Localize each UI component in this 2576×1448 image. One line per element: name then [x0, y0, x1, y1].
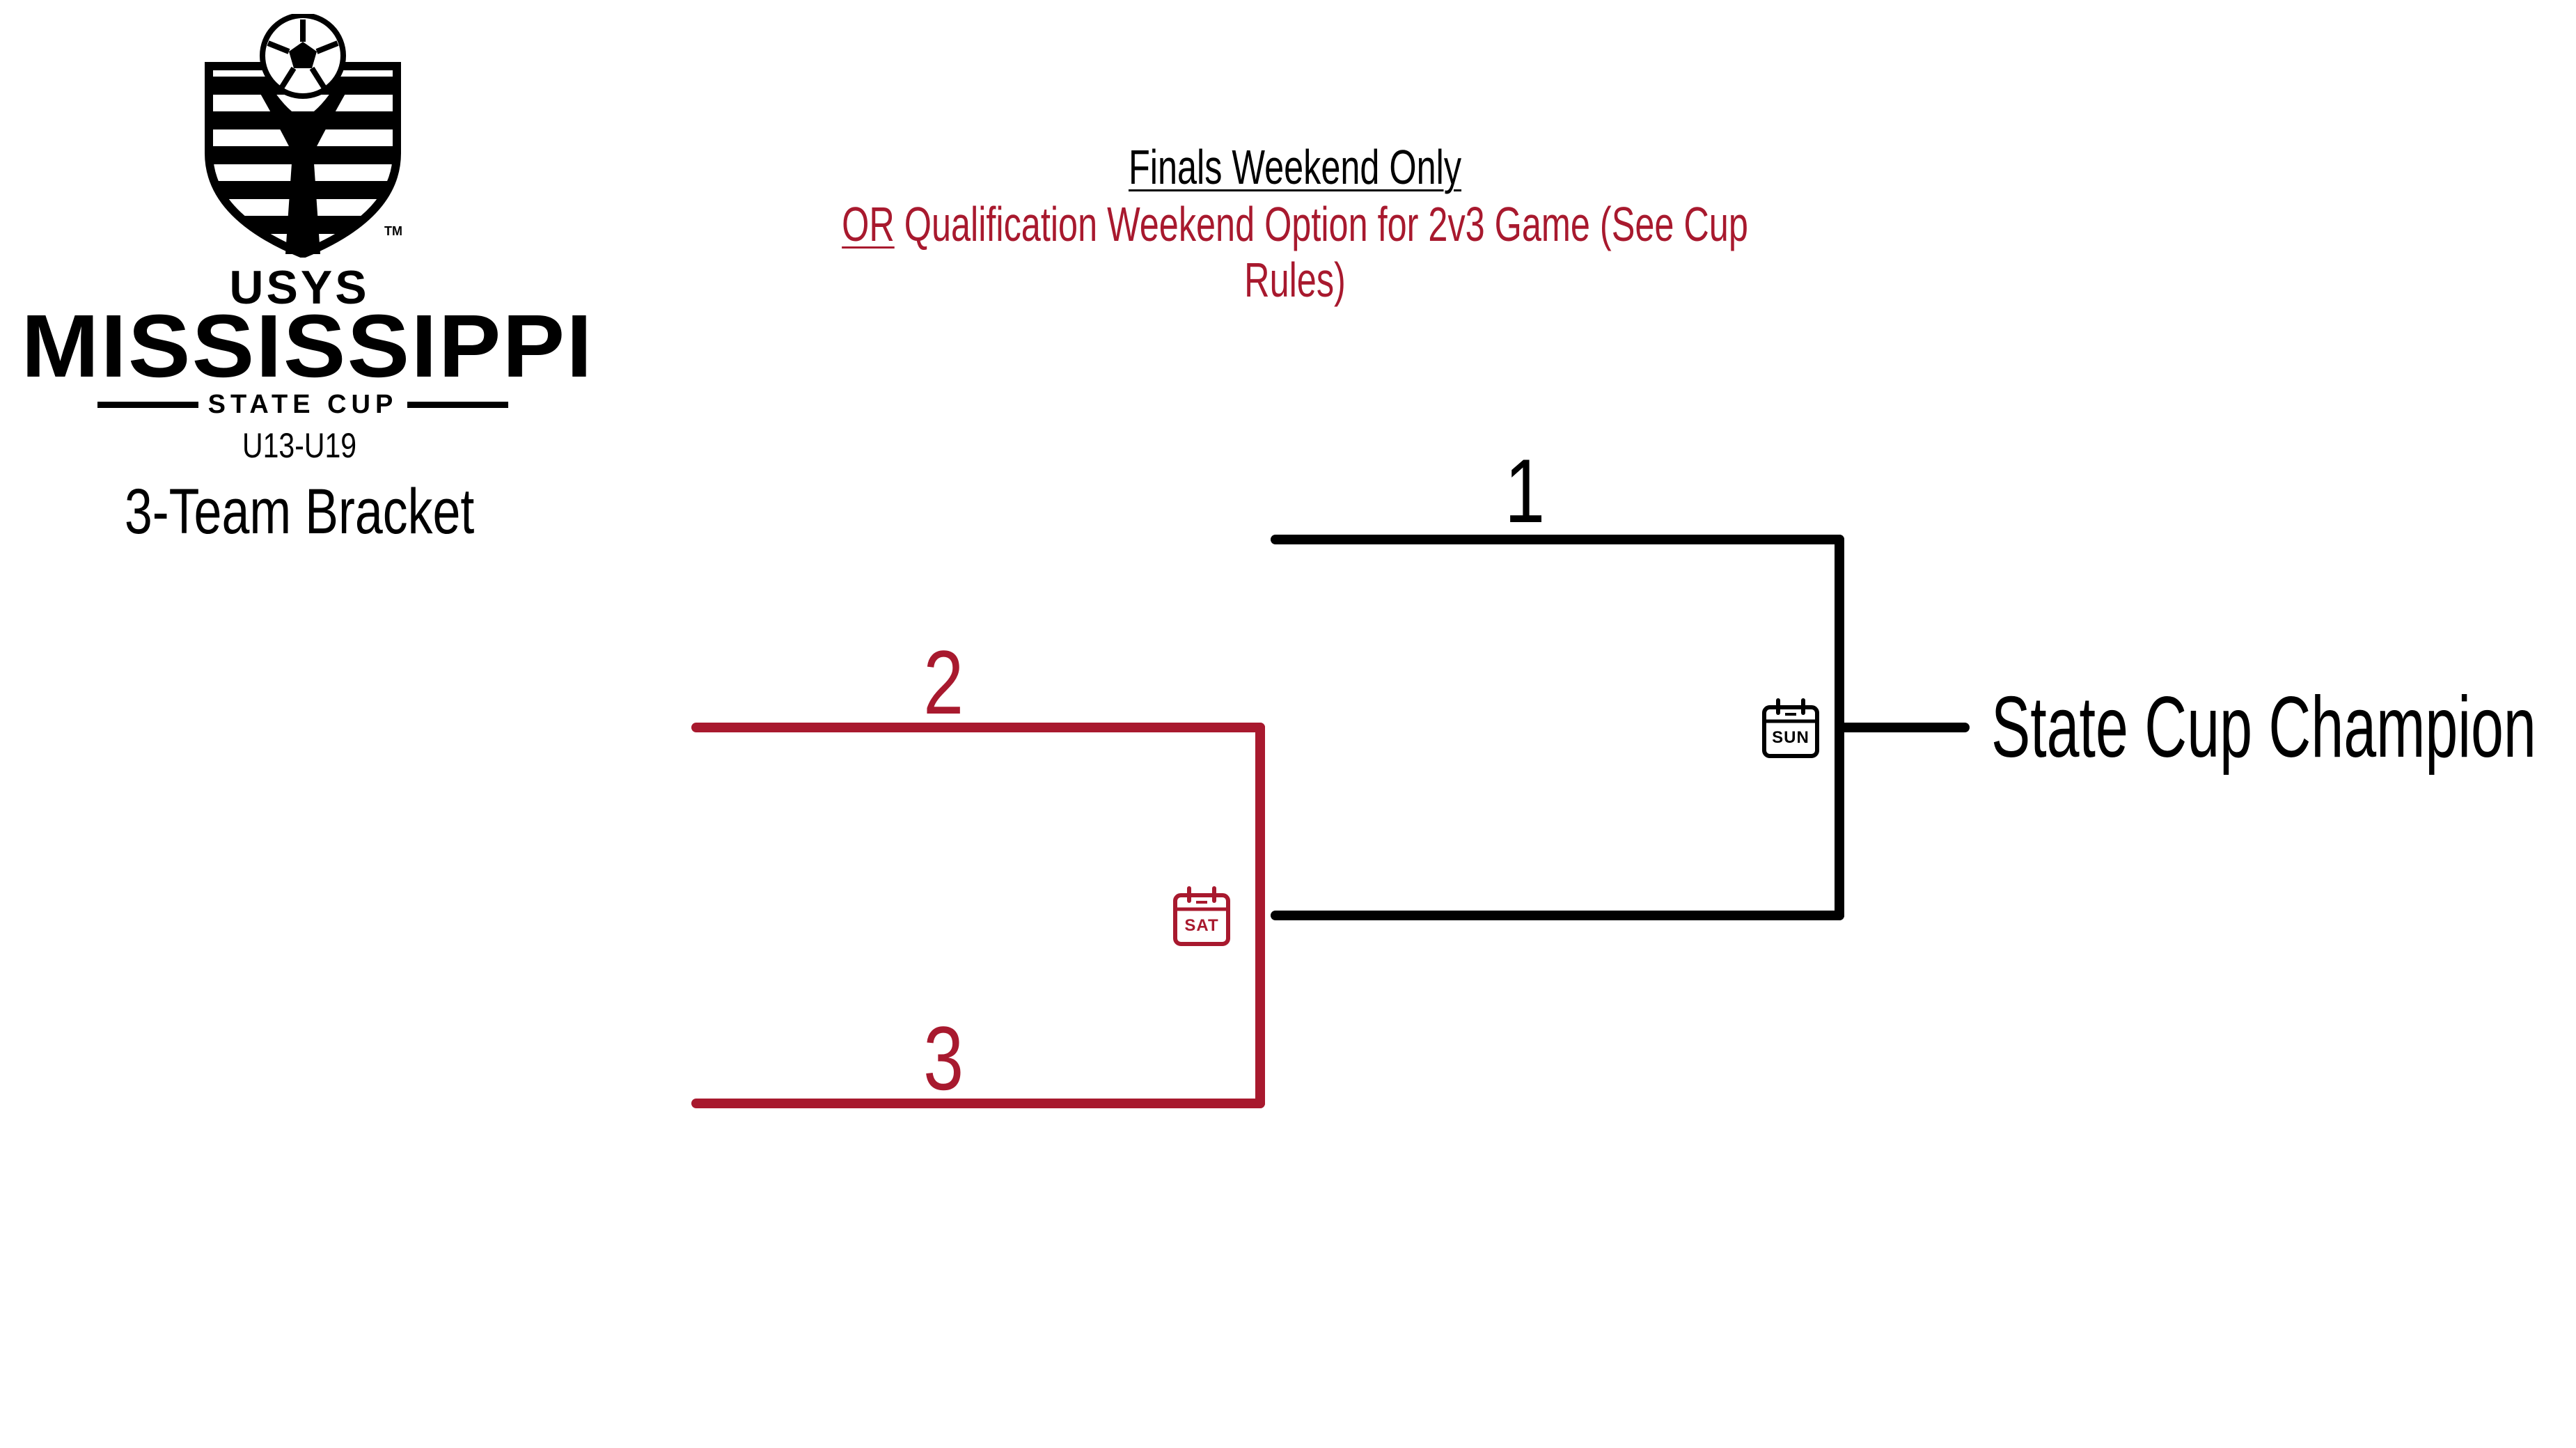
- sunday-calendar-icon: SUN: [1760, 698, 1821, 760]
- bracket-title: 3-Team Bracket: [124, 476, 475, 547]
- or-emphasis: OR: [842, 197, 895, 251]
- sunday-day-text: SUN: [1772, 728, 1809, 747]
- finals-weekend-note: Finals Weekend Only: [1128, 140, 1462, 194]
- seed-2-label: 2: [923, 631, 964, 733]
- logo-block: TM USYS MISSISSIPPI STATE CUP U13-U19 3-…: [21, 14, 594, 547]
- logo-rule-left: [97, 402, 198, 408]
- logo-org-text: USYS: [229, 261, 370, 314]
- qualification-note-text: Qualification Weekend Option for 2v3 Gam…: [894, 197, 1748, 307]
- logo-rule-right: [407, 402, 508, 408]
- svg-text:TM: TM: [384, 224, 402, 238]
- soccer-crest-logo: TM: [205, 14, 402, 258]
- logo-event-text: STATE CUP: [207, 390, 398, 419]
- champion-label: State Cup Champion: [1991, 679, 2536, 776]
- logo-state-text: MISSISSIPPI: [21, 297, 594, 396]
- saturday-day-text: SAT: [1184, 916, 1219, 935]
- seed-3-label: 3: [923, 1007, 964, 1109]
- age-group-label: U13-U19: [242, 426, 357, 465]
- qualification-weekend-note: OR Qualification Weekend Option for 2v3 …: [599, 196, 1991, 308]
- seed-1-label: 1: [1505, 440, 1545, 542]
- saturday-calendar-icon: SAT: [1171, 886, 1232, 948]
- logo-event-row: STATE CUP: [97, 386, 508, 421]
